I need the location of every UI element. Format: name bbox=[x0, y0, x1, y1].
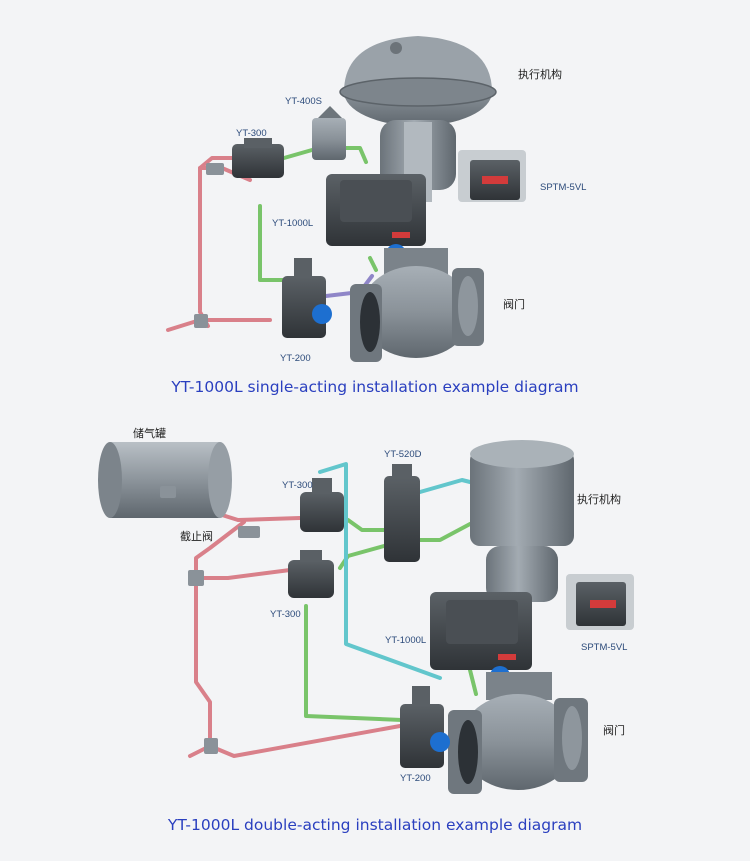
label-actuator: 执行机构 bbox=[518, 68, 562, 81]
label-check-valve: 截止阀 bbox=[180, 530, 213, 543]
regulator-yt300-top bbox=[300, 478, 344, 532]
label-yt200: YT-200 bbox=[400, 773, 431, 784]
label-yt1000l: YT-1000L bbox=[272, 218, 314, 229]
limit-switch-sptm bbox=[458, 150, 526, 202]
limit-switch-sptm bbox=[566, 574, 634, 630]
valve-body bbox=[350, 248, 484, 362]
single-acting-illustration bbox=[166, 36, 526, 362]
double-acting-illustration bbox=[98, 440, 634, 794]
caption-double-acting: YT-1000L double-acting installation exam… bbox=[167, 816, 583, 834]
air-storage-tank bbox=[98, 442, 232, 518]
filter-regulator-yt200 bbox=[400, 686, 450, 768]
reversing-relay-yt520d bbox=[384, 464, 420, 562]
label-sptm: SPTM-5VL bbox=[581, 642, 628, 653]
single-acting-diagram: YT-400S YT-300 执行机构 SPTM-5VL YT-1000L 阀门… bbox=[0, 0, 750, 420]
positioner-yt1000l bbox=[430, 592, 532, 686]
label-yt300-bottom: YT-300 bbox=[270, 609, 301, 620]
valve-body bbox=[448, 672, 588, 794]
caption-single-acting: YT-1000L single-acting installation exam… bbox=[171, 378, 579, 396]
label-yt300-top: YT-300 bbox=[282, 480, 313, 491]
regulator-yt300 bbox=[232, 138, 284, 178]
label-valve: 阀门 bbox=[603, 724, 625, 737]
label-tank: 储气罐 bbox=[133, 427, 166, 440]
label-actuator: 执行机构 bbox=[577, 493, 621, 506]
label-yt400s: YT-400S bbox=[285, 96, 322, 107]
double-acting-diagram: 储气罐 YT-520D YT-300 执行机构 截止阀 YT-300 SPTM-… bbox=[0, 420, 750, 861]
actuator bbox=[470, 440, 574, 602]
label-sptm: SPTM-5VL bbox=[540, 182, 587, 193]
label-yt200: YT-200 bbox=[280, 353, 311, 364]
label-yt1000l: YT-1000L bbox=[385, 635, 427, 646]
regulator-yt300-bottom bbox=[288, 550, 334, 598]
pipe-tees bbox=[194, 163, 224, 328]
supply-air-lines bbox=[166, 156, 272, 332]
actuator bbox=[339, 36, 497, 202]
lock-valve-yt400s bbox=[312, 106, 346, 160]
label-yt300: YT-300 bbox=[236, 128, 267, 139]
signal-air-lines bbox=[258, 146, 378, 282]
label-yt520d: YT-520D bbox=[384, 449, 422, 460]
pipe-fittings bbox=[160, 486, 260, 754]
label-valve: 阀门 bbox=[503, 298, 525, 311]
filter-regulator-yt200 bbox=[282, 258, 332, 338]
